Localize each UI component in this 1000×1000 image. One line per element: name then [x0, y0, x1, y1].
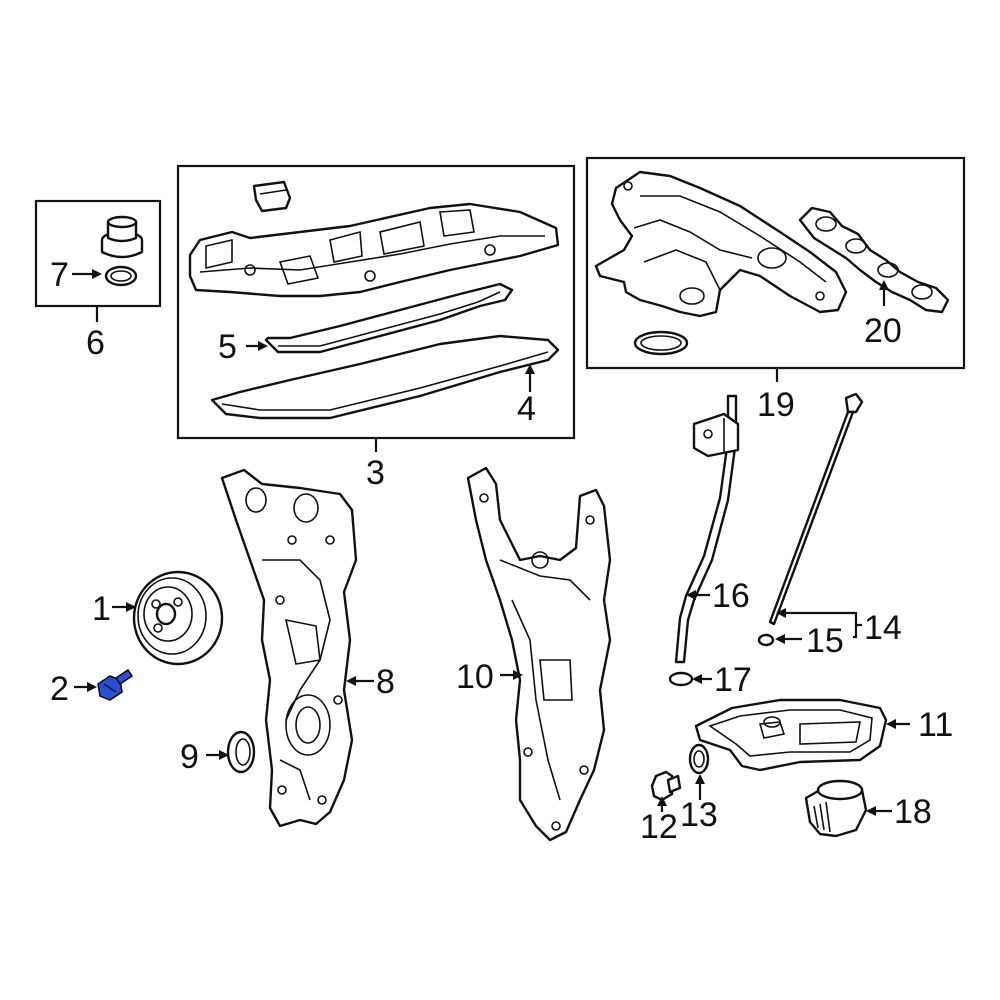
oil-pan-icon — [694, 698, 888, 772]
breather-cap-icon — [252, 180, 292, 213]
oil-filler-cap-icon — [100, 215, 144, 259]
intake-manifold-group: 20 19 — [585, 156, 966, 424]
callout-16: 16 — [712, 577, 750, 615]
timing-cover-8-icon — [220, 468, 358, 828]
group-box-19 — [585, 156, 966, 370]
callout-12: 12 — [640, 808, 678, 846]
callout-20: 20 — [864, 312, 902, 350]
callout-4: 4 — [517, 390, 536, 428]
callout-3: 3 — [366, 454, 385, 492]
intake-manifold-icon — [594, 170, 848, 318]
crankshaft-pulley-icon — [132, 570, 224, 666]
oil-filter-icon — [804, 779, 868, 838]
intake-manifold-gasket-icon — [798, 206, 950, 314]
callout-13: 13 — [680, 796, 718, 834]
valve-cover-gasket-4-icon — [210, 334, 560, 420]
valve-cover-gasket-5-icon — [264, 282, 514, 354]
callout-17: 17 — [714, 661, 752, 699]
drain-plug-icon — [650, 770, 682, 802]
dipstick-o-ring-icon — [757, 633, 775, 647]
callout-19: 19 — [757, 386, 795, 424]
valve-cover-icon — [188, 202, 560, 298]
dipstick-tube-icon — [674, 394, 740, 664]
timing-cover-10-icon — [466, 466, 612, 842]
oil-filler-cap-group: 7 6 — [34, 199, 162, 362]
callout-10: 10 — [456, 658, 494, 696]
callout-9: 9 — [180, 738, 199, 776]
callout-18: 18 — [894, 793, 932, 831]
callout-2: 2 — [50, 670, 69, 708]
callout-7: 7 — [50, 256, 69, 294]
callout-1: 1 — [92, 590, 111, 628]
drain-plug-washer-icon — [688, 743, 710, 775]
dipstick-tube-o-ring-icon — [668, 671, 694, 687]
callout-15: 15 — [806, 622, 844, 660]
callout-5: 5 — [218, 328, 237, 366]
callout-8: 8 — [376, 663, 395, 701]
crankshaft-pulley-bolt-icon — [97, 668, 134, 701]
callout-14: 14 — [864, 609, 902, 647]
front-crank-seal-icon — [226, 730, 256, 774]
dipstick-icon — [768, 392, 864, 626]
callout-6: 6 — [86, 324, 105, 362]
callout-11: 11 — [918, 706, 953, 744]
o-ring-icon — [104, 265, 138, 287]
valve-cover-group: 5 4 3 — [176, 164, 576, 492]
